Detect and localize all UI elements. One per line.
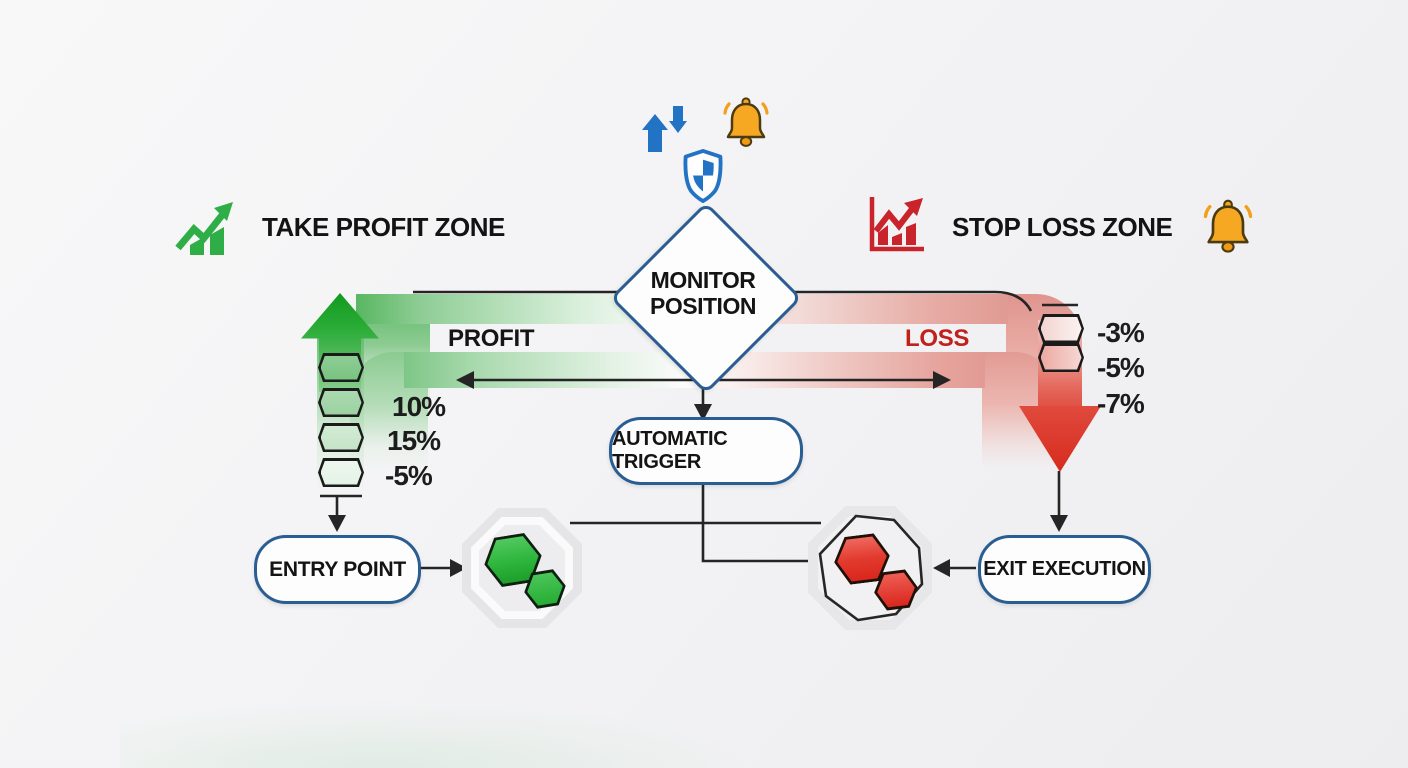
stop-loss-zone-title: STOP LOSS ZONE [952, 212, 1173, 242]
arrowhead-left-icon [456, 371, 474, 389]
automatic-trigger-label: AUTOMATIC TRIGGER [612, 428, 728, 473]
loss-hexagon-cluster [808, 506, 932, 630]
arrowhead-right-entry-icon [450, 559, 467, 577]
profit-hexagon-cluster [462, 508, 582, 628]
automatic-trigger-box: AUTOMATIC TRIGGER [609, 417, 803, 485]
top-connector-line [413, 290, 1033, 312]
profit-level-label: 15% [387, 425, 441, 456]
alert-bell-icon [1203, 199, 1253, 253]
profit-step-hexagon [318, 458, 364, 487]
arrowhead-down-exit-icon [1050, 515, 1068, 532]
exit-execution-box: EXIT EXECUTION [978, 535, 1151, 604]
profit-step-hexagon [318, 388, 364, 417]
arrowhead-right-icon [933, 371, 951, 389]
arrowhead-left-exit-icon [933, 559, 950, 577]
trend-up-chart-icon [175, 202, 233, 255]
entry-point-label: ENTRY POINT [269, 557, 406, 581]
loss-step-hexagon [1038, 314, 1084, 343]
entry-tbar-line [320, 494, 362, 517]
loss-band-label: LOSS [905, 325, 970, 352]
profit-level-label: 10% [392, 391, 446, 422]
exit-execution-label: EXIT EXECUTION [983, 558, 1146, 580]
monitor-position-label: MONITOR POSITION [650, 267, 756, 319]
entry-point-box: ENTRY POINT [254, 535, 421, 604]
bell-icon [723, 97, 769, 147]
profit-level-label: -5% [385, 460, 433, 491]
trigger-to-loss-cluster-line [701, 480, 812, 563]
outlined-octagon [818, 514, 924, 622]
take-profit-zone-title: TAKE PROFIT ZONE [262, 212, 505, 242]
arrowhead-down-trigger-icon [694, 404, 712, 421]
loss-level-label: -7% [1097, 388, 1145, 419]
profit-band-label: PROFIT [448, 325, 535, 352]
profit-step-hexagon [318, 353, 364, 382]
profit-step-hexagon [318, 423, 364, 452]
declining-chart-icon [869, 197, 924, 252]
updown-arrows-icon [642, 106, 687, 152]
loss-level-label: -3% [1097, 317, 1145, 348]
loss-step-hexagon [1038, 343, 1084, 372]
arrowhead-down-entry-icon [328, 515, 346, 532]
loss-level-label: -5% [1097, 352, 1145, 383]
shield-icon [683, 148, 723, 204]
background-tint [120, 700, 760, 768]
